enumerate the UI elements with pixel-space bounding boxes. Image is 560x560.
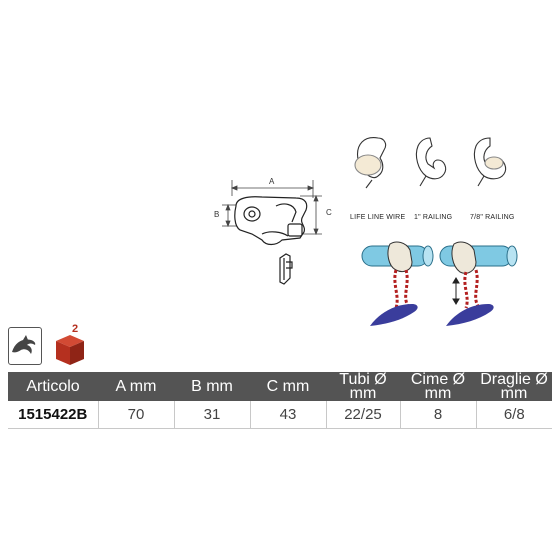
package-count: 2 [72,323,79,335]
dimension-drawing [222,137,518,326]
dimension-b-line [222,203,238,228]
clip-on-rail-left [387,241,413,273]
cell-b-mm: 31 [173,401,250,429]
cell-cime-mm: 8 [399,401,476,429]
dimension-a-line [230,180,315,198]
table-row: 1515422B 70 31 43 22/25 8 6/8 [8,401,552,429]
callout-1in-railing: 1" RAILING [414,214,453,221]
product-drawing-area: A B C LIFE LINE WIRE 1" RAILING 7/8" RAI… [214,137,518,326]
column-header-cime-mm: Cime Ø mm [400,372,476,401]
sail-left [370,304,418,326]
dimension-b-label: B [214,210,220,219]
clip-edge-view [279,253,293,285]
clip-view-1in-railing [415,137,447,187]
rope-left [393,269,410,309]
cell-a-mm: 70 [97,401,174,429]
sail-right [446,304,494,326]
rope-right [463,269,480,309]
column-header-b-mm: B mm [174,372,250,401]
column-header-a-mm: A mm [98,372,174,401]
dimension-a-label: A [269,177,275,186]
dolphin-icon [8,327,42,365]
product-icons: 2 [8,323,108,371]
clip-view-7-8in-railing [473,137,507,187]
column-header-articolo: Articolo [8,372,98,401]
table-header-row: Articolo A mm B mm C mm Tubi Ø mm Cime Ø… [8,372,552,401]
clip-side-view [234,196,308,246]
clip-view-life-line-wire [354,137,387,189]
package-box-icon: 2 [50,323,84,365]
column-header-c-mm: C mm [250,372,326,401]
column-header-tubi-mm: Tubi Ø mm [326,372,400,401]
spec-table: Articolo A mm B mm C mm Tubi Ø mm Cime Ø… [8,372,552,429]
callout-7-8in-railing: 7/8" RAILING [470,214,515,221]
dimension-c-label: C [326,208,332,217]
clip-on-rail-right [451,241,477,274]
dimension-c-line [300,194,322,236]
column-header-draglie-mm: Draglie Ø mm [476,372,552,401]
up-down-arrow [452,277,460,305]
rail-tube-right [439,245,518,267]
cell-tubi-mm: 22/25 [325,401,400,429]
callout-life-line-wire: LIFE LINE WIRE [350,214,406,221]
cell-draglie-mm: 6/8 [475,401,552,429]
cell-articolo: 1515422B [8,401,98,429]
cell-c-mm: 43 [249,401,326,429]
